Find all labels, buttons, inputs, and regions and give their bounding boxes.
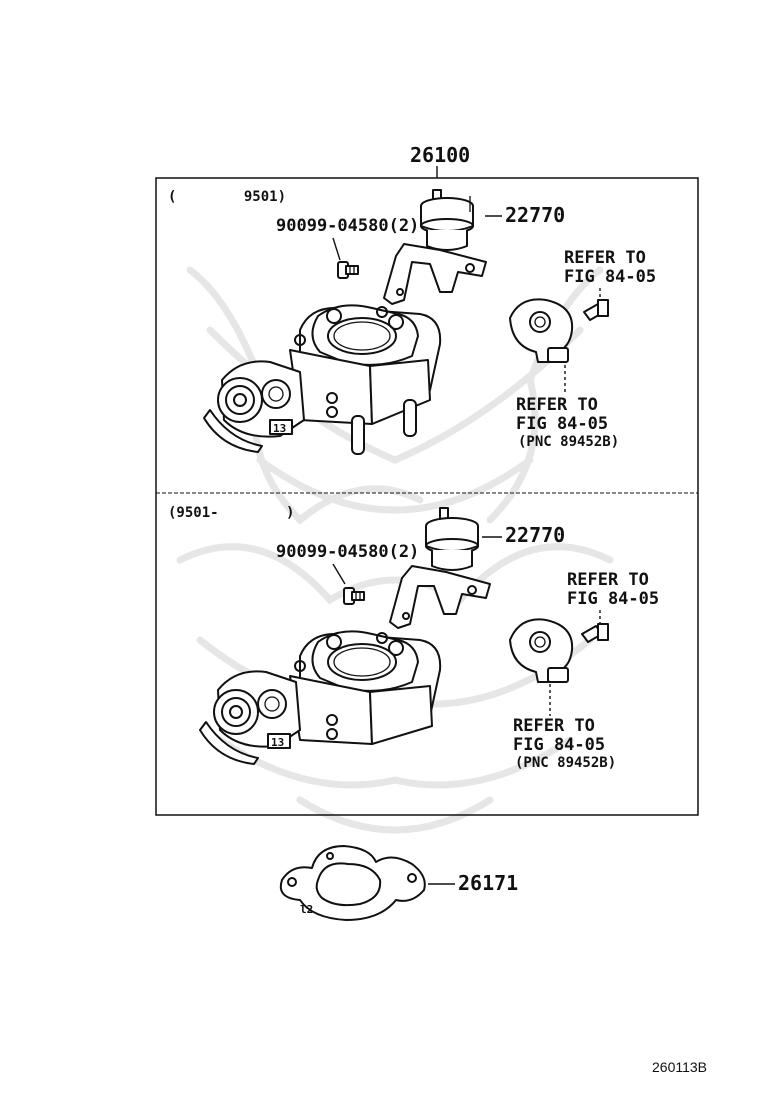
svg-text:l2: l2 <box>300 903 313 916</box>
lower-range-label: (9501- ) <box>168 505 294 521</box>
upper-bolt-leader <box>332 237 341 261</box>
lower-bolt-part-number: 90099-04580(2) <box>276 542 419 562</box>
upper-sensor-drawing <box>509 298 609 363</box>
upper-refer-top-line2: FIG 84-05 <box>564 267 656 287</box>
lower-refer-bottom-line1: REFER TO <box>513 716 595 736</box>
lower-bolt-leader <box>332 563 346 585</box>
lower-refer-top-line2: FIG 84-05 <box>567 589 659 609</box>
upper-refer-bottom-pnc: (PNC 89452B) <box>518 434 619 450</box>
upper-range-label: ( 9501) <box>168 189 286 205</box>
lower-vacuum-valve-drawing <box>389 507 491 629</box>
upper-valve-part-number: 22770 <box>505 203 565 227</box>
svg-text:13: 13 <box>273 422 286 435</box>
svg-text:13: 13 <box>271 736 284 749</box>
figure-code: 260113B <box>652 1059 707 1075</box>
lower-valve-part-number: 22770 <box>505 523 565 547</box>
upper-vacuum-valve-drawing <box>383 189 487 305</box>
lower-refer-top-line1: REFER TO <box>567 570 649 590</box>
lower-bolt-drawing <box>343 587 365 605</box>
upper-bolt-part-number: 90099-04580(2) <box>276 216 419 236</box>
lower-refer-bottom-pnc: (PNC 89452B) <box>515 755 616 771</box>
lower-throttle-body-drawing: 13 <box>199 630 442 765</box>
assembly-box <box>155 177 699 816</box>
lower-refer-bottom-line2: FIG 84-05 <box>513 735 605 755</box>
upper-bolt-drawing <box>337 261 359 279</box>
gasket-drawing: l2 <box>279 845 426 921</box>
upper-panel: ( 9501) 90099-04580(2) 22770 REFER TO FI… <box>168 189 656 455</box>
upper-refer-top-line1: REFER TO <box>564 248 646 268</box>
upper-refer-bottom-line1: REFER TO <box>516 395 598 415</box>
upper-refer-bottom-line2: FIG 84-05 <box>516 414 608 434</box>
gasket-part-number: 26171 <box>458 871 518 895</box>
lower-panel: (9501- ) 90099-04580(2) 22770 REFER TO F… <box>168 505 659 771</box>
upper-throttle-body-drawing: 13 <box>203 304 442 455</box>
assembly-part-number: 26100 <box>410 143 470 167</box>
lower-sensor-drawing <box>509 618 609 683</box>
